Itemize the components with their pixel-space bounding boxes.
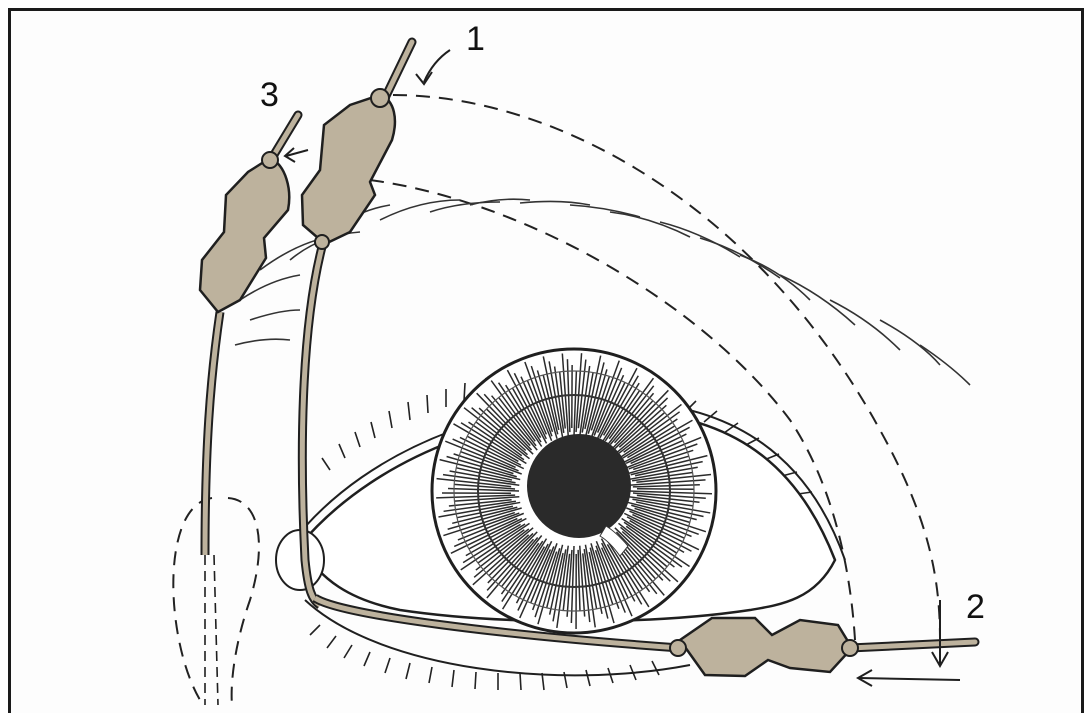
arrow-icon-bottom [860, 678, 960, 680]
label-2: 2 [966, 590, 985, 624]
iris [432, 349, 716, 633]
arrow-head-1 [416, 72, 432, 84]
label-3: 3 [260, 78, 279, 112]
label-1: 1 [466, 22, 485, 56]
tube-connector-1 [302, 95, 395, 244]
catheter-tube-3 [200, 115, 298, 705]
sac-dashed-right [228, 498, 259, 705]
tube-connector-2 [680, 618, 852, 676]
pupil [527, 434, 631, 538]
tube-connector-3 [200, 158, 289, 312]
lower-lashes [310, 625, 659, 690]
